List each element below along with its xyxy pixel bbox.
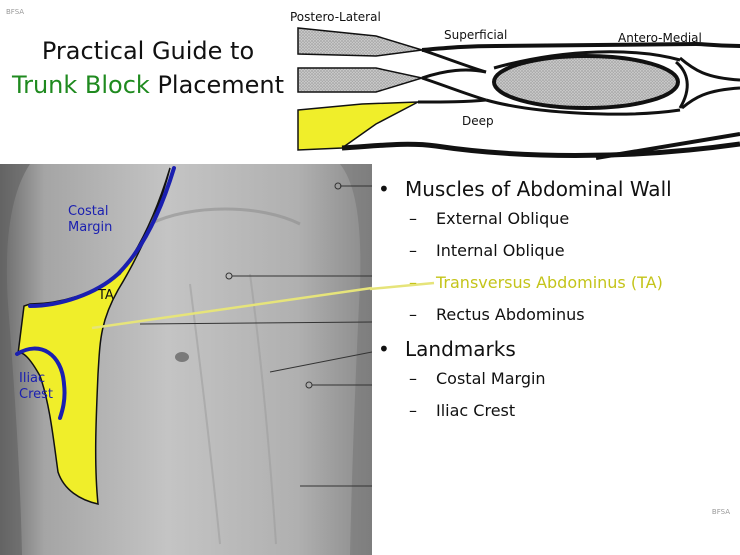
sub-costal-margin: –Costal Margin	[409, 369, 546, 388]
rectus-abdominus-shape	[492, 54, 680, 110]
bullet-list: Muscles of Abdominal Wall –External Obli…	[378, 176, 738, 432]
costal-margin-line	[28, 166, 176, 308]
antero-medial-label: Antero-Medial	[618, 31, 702, 45]
external-oblique-shape	[297, 27, 423, 57]
postero-lateral-label: Postero-Lateral	[290, 10, 381, 24]
iliac-crest-label: Iliac Crest	[19, 371, 54, 402]
transversus-abdominus-shape	[297, 101, 419, 151]
sub-rectus-abdominus: –Rectus Abdominus	[409, 305, 585, 324]
sub-external-oblique: –External Oblique	[409, 209, 570, 228]
superficial-label: Superficial	[444, 28, 508, 42]
title-line-2: Trunk Block Placement	[0, 68, 296, 102]
watermark-top: BFSA	[6, 8, 25, 16]
torso-illustration	[0, 164, 372, 555]
bullet-muscles: Muscles of Abdominal Wall	[378, 176, 738, 202]
internal-oblique-shape	[297, 67, 425, 93]
title-rest: Placement	[149, 71, 285, 99]
iliac-crest-line	[15, 346, 67, 420]
sub-transversus-abdominus: –Transversus Abdominus (TA)	[409, 273, 663, 292]
sub-iliac-crest: –Iliac Crest	[409, 401, 516, 420]
title-highlight: Trunk Block	[11, 71, 150, 99]
ta-pointer-extension	[370, 281, 435, 291]
title-line-1: Practical Guide to	[41, 37, 255, 65]
ta-pointer-line	[91, 286, 372, 330]
deep-label: Deep	[462, 114, 494, 128]
slide-title: Practical Guide to Trunk Block Placement	[0, 34, 296, 102]
muscle-layers-diagram	[297, 27, 740, 160]
watermark-bottom: BFSA	[711, 508, 730, 516]
sub-internal-oblique: –Internal Oblique	[409, 241, 565, 260]
costal-margin-label: Costal Margin	[68, 204, 113, 235]
bullet-landmarks: Landmarks	[378, 336, 738, 362]
ta-label: TA	[98, 288, 114, 303]
